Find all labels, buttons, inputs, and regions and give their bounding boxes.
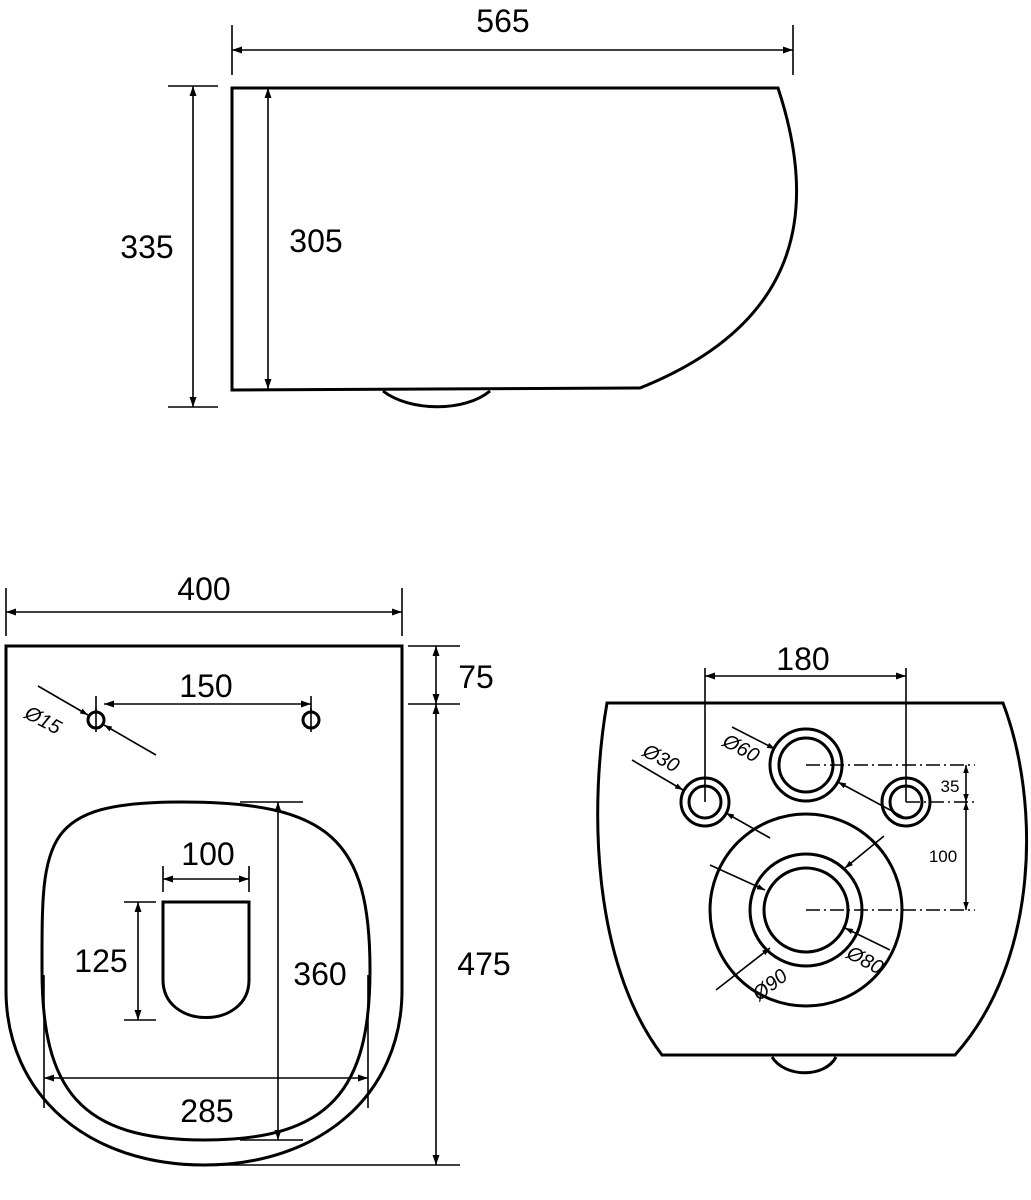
leader-line-outlet-inner-diameter	[709, 864, 766, 891]
dim-overall-width: 400	[177, 571, 230, 607]
leader-line-inlet-diameter	[837, 781, 906, 819]
leader-line-bolt-diameter	[37, 685, 89, 716]
leader-line-bolt-hole-diameter	[725, 812, 771, 839]
dim-bowl-width: 285	[180, 1093, 233, 1129]
dim-bolt-hole-diameter: Ø30	[638, 740, 683, 778]
dim-overall-height: 335	[120, 229, 173, 265]
leader-line-outlet-outer-diameter	[844, 835, 885, 869]
side-view: 565 335 305	[120, 3, 799, 409]
bowl-outline	[40, 800, 372, 1142]
side-view-outline	[230, 86, 799, 392]
dim-outlet-length: 125	[74, 943, 127, 979]
dim-inlet-offset: 35	[941, 777, 960, 796]
rear-view: 180 35 100 Ø30 Ø60 Ø80 Ø90	[596, 641, 1029, 1075]
leader-line-outlet-inner-diameter	[844, 927, 891, 951]
dim-bolt-spacing: 150	[179, 668, 232, 704]
dim-overall-depth: 475	[457, 946, 510, 982]
dim-inlet-diameter: Ø60	[718, 730, 763, 768]
outlet-opening	[161, 900, 251, 1019]
dim-bolt-diameter: Ø15	[20, 702, 65, 740]
side-view-outlet-foot	[382, 389, 491, 409]
dim-outlet-vertical-distance: 100	[929, 847, 957, 866]
top-view-outline	[4, 644, 404, 1167]
dim-rim-offset: 75	[458, 659, 494, 695]
rear-view-outlet-foot	[770, 1056, 838, 1075]
dim-bowl-length: 360	[293, 956, 346, 992]
top-view: 400 75 475 150 Ø15 100 125 360	[4, 571, 511, 1167]
leader-line-bolt-hole-diameter	[631, 759, 684, 791]
leader-line-outlet-outer-diameter	[715, 947, 771, 991]
leader-line-bolt-diameter	[103, 724, 157, 756]
dim-outlet-width: 100	[181, 836, 234, 872]
leader-line-inlet-diameter	[731, 726, 776, 750]
rear-view-outline	[596, 701, 1029, 1057]
dim-overall-length: 565	[476, 3, 529, 39]
dim-rear-bolt-spacing: 180	[776, 641, 829, 677]
dim-inner-height: 305	[289, 223, 342, 259]
